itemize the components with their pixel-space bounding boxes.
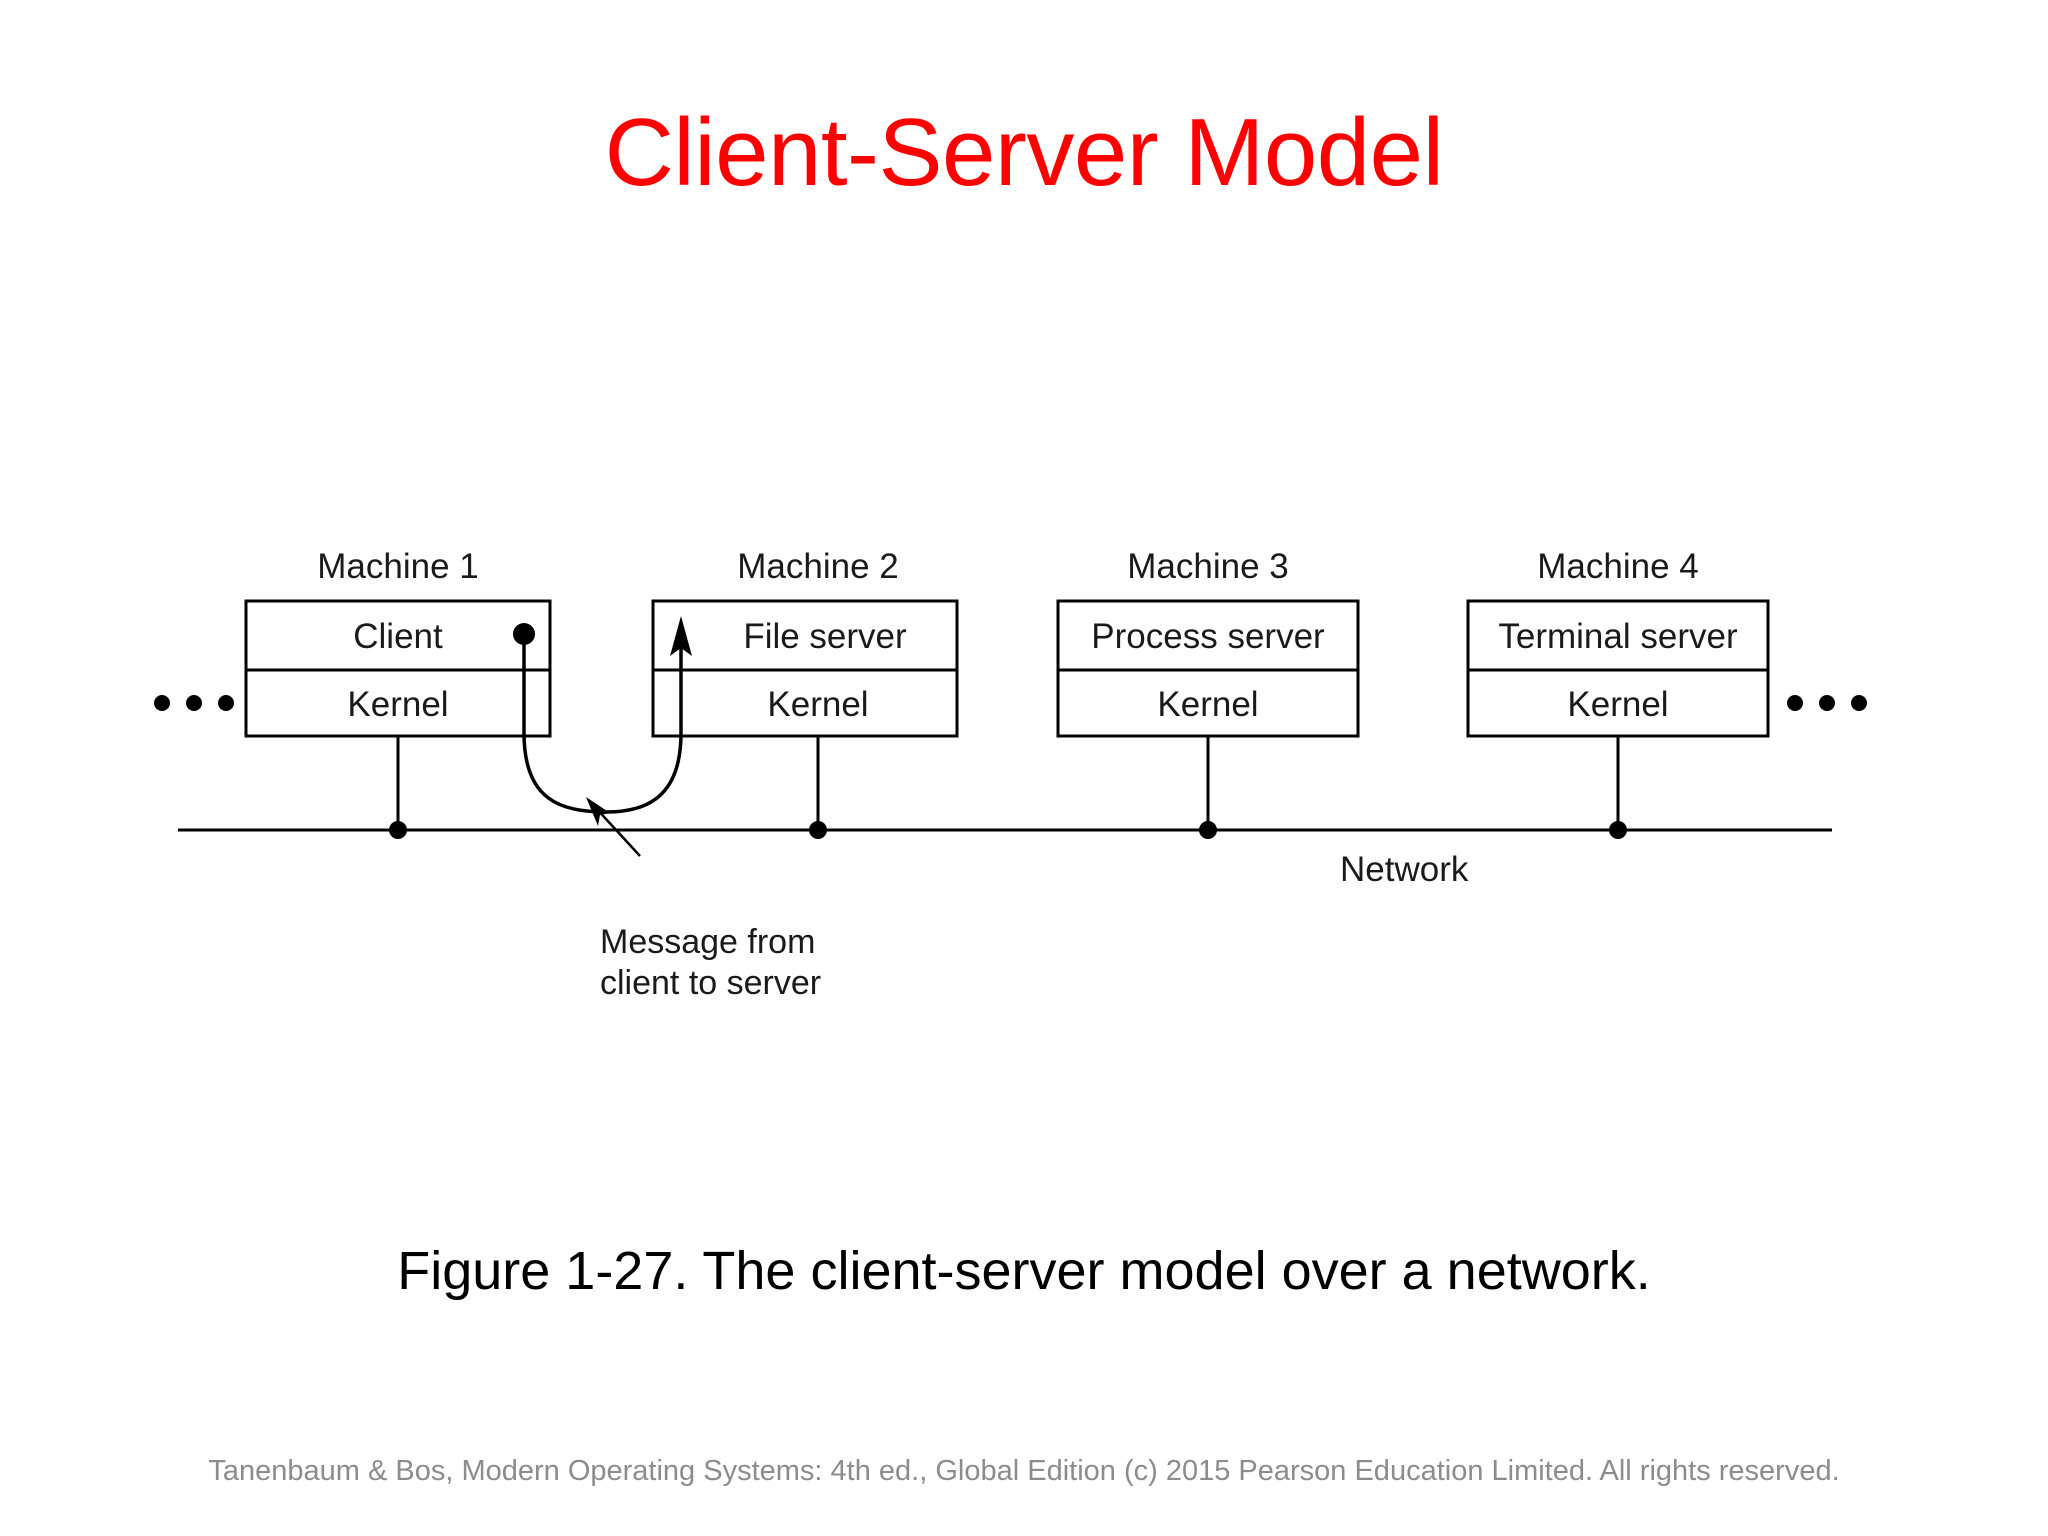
message-arrowhead-icon <box>670 616 692 656</box>
machine-2-group: Machine 2 File server Kernel <box>651 547 959 839</box>
machine-2-title: Machine 2 <box>737 547 898 586</box>
ellipsis-left-icon <box>154 695 234 711</box>
ellipsis-right-icon <box>1787 695 1867 711</box>
machine-1-group: Machine 1 Client Kernel <box>244 547 552 839</box>
machine-2-network-node-dot <box>809 821 827 839</box>
message-curve-path <box>522 640 683 814</box>
machine-1-bottom-layer-label: Kernel <box>347 685 448 724</box>
machine-3-title: Machine 3 <box>1127 547 1288 586</box>
network-label: Network <box>1340 850 1469 889</box>
message-label-line-2: client to server <box>600 964 821 1002</box>
machine-3-network-node-dot <box>1199 821 1217 839</box>
machine-4-top-layer-label: Terminal server <box>1498 617 1738 656</box>
machine-1-network-node-dot <box>389 821 407 839</box>
message-curve-group <box>513 616 692 814</box>
machine-1-box <box>244 599 552 738</box>
figure-caption: Figure 1-27. The client-server model ove… <box>397 1241 1651 1301</box>
machine-4-group: Machine 4 Terminal server Kernel <box>1466 547 1770 839</box>
message-origin-dot <box>513 623 535 645</box>
message-leader-group <box>586 797 641 857</box>
machine-2-bottom-layer-label: Kernel <box>767 685 868 724</box>
machine-4-network-node-dot <box>1609 821 1627 839</box>
machine-3-bottom-layer-label: Kernel <box>1157 685 1258 724</box>
machine-3-group: Machine 3 Process server Kernel <box>1056 547 1360 839</box>
message-label-line-1: Message from <box>600 923 815 961</box>
machine-3-box <box>1056 599 1360 738</box>
message-leader-line <box>593 805 641 857</box>
machine-2-top-layer-label: File server <box>743 617 907 656</box>
machine-4-bottom-layer-label: Kernel <box>1567 685 1668 724</box>
machine-4-box <box>1466 599 1770 738</box>
machine-1-title: Machine 1 <box>317 547 478 586</box>
copyright-footer: Tanenbaum & Bos, Modern Operating System… <box>208 1455 1840 1487</box>
machine-2-box <box>651 599 959 738</box>
message-leader-arrowhead-icon <box>586 797 610 826</box>
machine-1-top-layer-label: Client <box>353 617 443 656</box>
machine-3-top-layer-label: Process server <box>1091 617 1325 656</box>
machine-4-title: Machine 4 <box>1537 547 1698 586</box>
page-title: Client-Server Model <box>604 99 1444 206</box>
